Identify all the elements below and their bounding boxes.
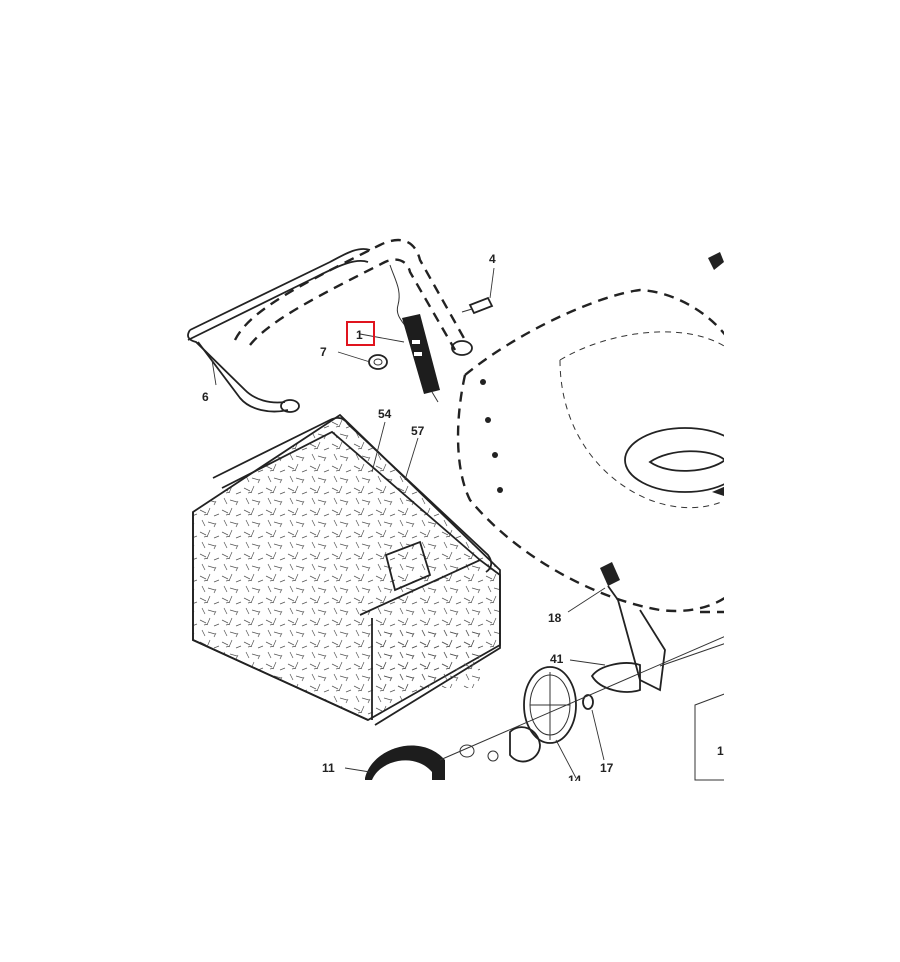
nut — [368, 354, 388, 370]
callout-17: 17 — [600, 761, 614, 775]
callout-11: 11 — [322, 761, 335, 775]
lower-handle — [233, 238, 473, 356]
callout-57: 57 — [411, 424, 425, 438]
callout-1: 1 — [356, 328, 363, 342]
handle-bar — [187, 248, 371, 413]
leader-lines — [211, 267, 606, 779]
mower-deck — [456, 252, 746, 613]
height-adjuster — [590, 562, 736, 693]
crop-edge-bottom — [170, 781, 730, 821]
callout-41: 41 — [550, 652, 564, 666]
crop-edge-right — [724, 180, 900, 800]
callout-6: 6 — [202, 390, 209, 404]
axle — [439, 631, 736, 761]
callout-edge: 1 — [717, 744, 724, 758]
callout-4: 4 — [489, 252, 496, 266]
switch-box — [402, 314, 440, 403]
grass-catcher — [192, 413, 501, 726]
callout-54: 54 — [378, 407, 392, 421]
callout-7: 7 — [320, 345, 327, 359]
rear-wheel — [365, 745, 445, 780]
callout-18: 18 — [548, 611, 562, 625]
bolt — [461, 296, 494, 315]
highlight-box — [346, 321, 375, 346]
